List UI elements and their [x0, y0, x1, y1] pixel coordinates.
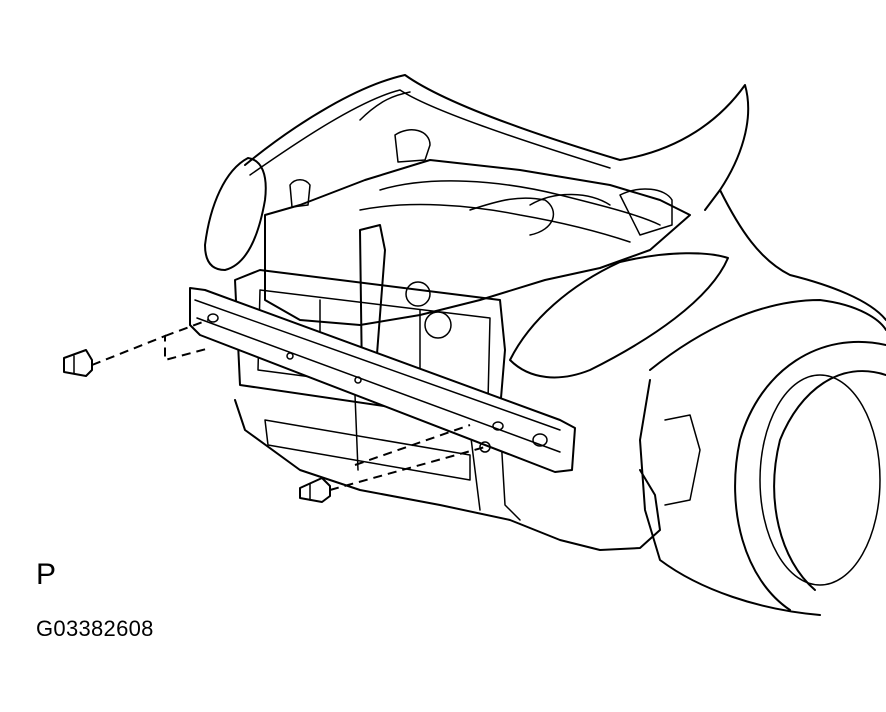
- hood-outline: [244, 74, 750, 211]
- bolt-right: [299, 424, 486, 503]
- bolt-left: [63, 319, 211, 377]
- bumper-reinforcement: [189, 287, 576, 473]
- right-headlamp: [509, 252, 729, 379]
- view-label: P: [36, 558, 57, 591]
- left-headlamp: [204, 157, 267, 271]
- lower-front-structure: [234, 394, 661, 551]
- right-wheel: [734, 340, 886, 611]
- engine-compartment: [264, 129, 691, 326]
- figure-code: G03382608: [36, 616, 154, 641]
- right-fender: [639, 189, 886, 616]
